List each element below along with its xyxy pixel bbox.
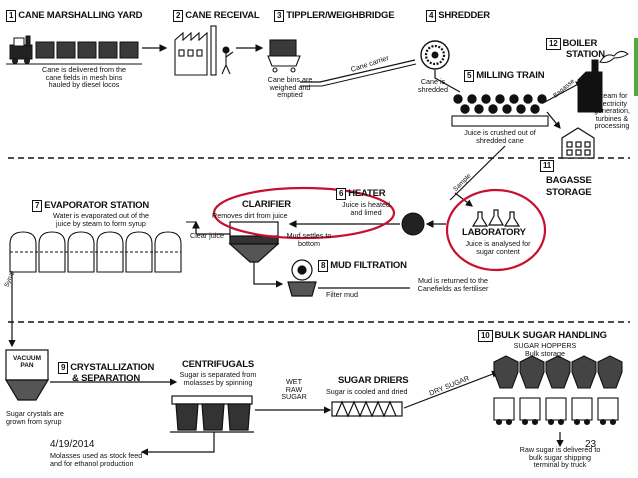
step-6-number: 6 [336, 188, 347, 200]
cane-bins-icon [6, 41, 142, 65]
step-12-title-line2: STATION [566, 49, 605, 60]
step-3-number: 3 [274, 10, 285, 22]
centrifugal-baskets-icon [170, 395, 254, 433]
sugar-hoppers-icon [493, 355, 623, 389]
sugar-driers-title: SUGAR DRIERS [338, 375, 409, 386]
clear-juice-label: Clear juice [190, 231, 224, 240]
laboratory-title: LABORATORY [462, 227, 526, 238]
evaporator-vessels-icon [9, 231, 182, 273]
step-10-number: 10 [478, 330, 493, 342]
step-5-number: 5 [464, 70, 475, 82]
slide-page-number: 23 [585, 439, 597, 450]
step-4-number: 4 [426, 10, 437, 22]
locomotive-icon [9, 35, 33, 64]
shredder-icon [420, 40, 450, 70]
sugar-drier-icon [331, 400, 403, 418]
milling-rollers-icon [451, 94, 549, 127]
centrifugals-title: CENTRIFUGALS [182, 359, 255, 370]
step-11-number: 11 [540, 160, 555, 172]
step-1-number: 1 [6, 10, 17, 22]
factory-icon [174, 25, 234, 76]
step-11-title-line2: STORAGE [546, 187, 592, 198]
step-8-number: 8 [318, 260, 329, 272]
step-9-number: 9 [58, 362, 69, 374]
filter-mud-label: Filter mud [326, 290, 358, 299]
cane-carrier-line [300, 59, 416, 83]
highlight-laboratory [445, 188, 547, 272]
bagasse-storage-icon [561, 127, 595, 159]
step-9-title-line2: & SEPARATION [72, 373, 140, 384]
step-11-title: 11 [540, 160, 556, 172]
sugar-driers-desc: Sugar is cooled and dried [326, 387, 408, 396]
heater-icon [401, 212, 425, 236]
trucks-icon [493, 397, 619, 426]
clarifier-title: CLARIFIER [242, 199, 291, 210]
vacuum-pan-icon [4, 349, 50, 401]
step-12-number: 12 [546, 38, 561, 50]
step-7-number: 7 [32, 200, 43, 212]
highlight-clarifier-heater [212, 186, 396, 240]
clarifier-desc: Removes dirt from juice [212, 211, 288, 220]
mud-filter-drum-icon [287, 259, 317, 297]
tippler-icon [267, 39, 301, 73]
step-2-number: 2 [173, 10, 184, 22]
step-11-title-line1: BAGASSE [546, 175, 592, 186]
laboratory-flasks-icon [471, 209, 521, 227]
slide-date: 4/19/2014 [50, 439, 95, 450]
accent-bar [634, 38, 638, 96]
boiler-icon [577, 50, 629, 113]
